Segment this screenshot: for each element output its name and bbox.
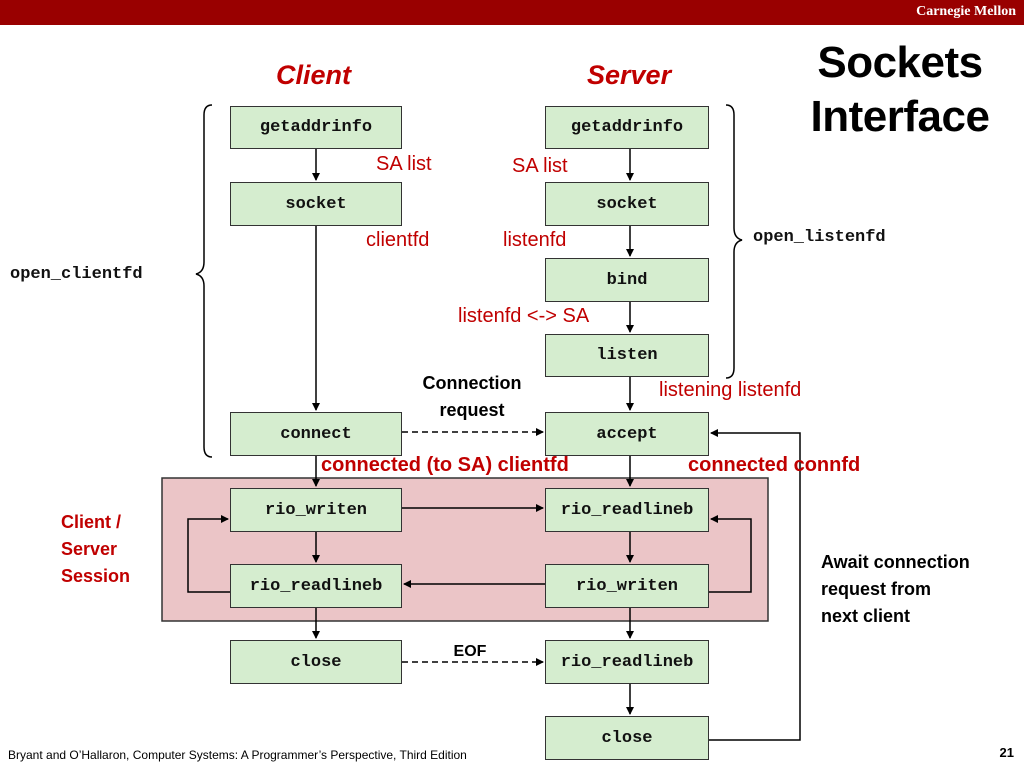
connected-connfd-label: connected connfd [688,454,861,476]
client-loop-arrow [187,515,230,593]
server-rio-readlineb-eof-box: rio_readlineb [545,640,709,684]
client-column-heading: Client [276,60,352,90]
server-close-box: close [545,716,709,760]
slide-title: Sockets Interface [790,36,1010,144]
server-bind-box: bind [545,258,709,302]
client-connect-box: connect [230,412,402,456]
await-connection-note: Await connection request from next clien… [821,549,970,630]
server-getaddrinfo-box: getaddrinfo [545,106,709,149]
header-bar: Carnegie Mellon [0,0,1024,25]
client-rio-readlineb-box: rio_readlineb [230,564,402,608]
server-column-heading: Server [587,60,672,90]
await-note-line-2: request from [821,579,932,599]
client-getaddrinfo-box: getaddrinfo [230,106,402,149]
server-rio-writen-box: rio_writen [545,564,709,608]
eof-label: EOF [453,643,487,660]
listenfd-sa-label: listenfd <-> SA [458,305,590,327]
open-listenfd-brace [725,104,743,379]
client-sa-list-label: SA list [376,153,432,175]
server-sa-list-label: SA list [512,155,568,177]
server-socket-box: socket [545,182,709,226]
footer-citation: Bryant and O’Hallaron, Computer Systems:… [8,748,467,762]
await-note-line-1: Await connection [821,552,970,572]
session-label-line-3: Session [61,566,131,586]
server-rio-readlineb-box: rio_readlineb [545,488,709,532]
listening-listenfd-label: listening listenfd [659,379,802,401]
clientfd-label: clientfd [366,229,430,251]
title-line-1: Sockets [817,38,983,87]
open-listenfd-label: open_listenfd [753,228,886,247]
session-label: Client / Server Session [61,509,130,590]
client-socket-box: socket [230,182,402,226]
session-label-line-1: Client / [61,512,122,532]
connection-request-line-2: request [439,400,505,420]
server-loop-arrow [709,515,752,593]
client-close-box: close [230,640,402,684]
connection-request-line-1: Connection [422,373,522,393]
listenfd-label: listenfd [503,229,567,251]
connection-request-label: Connection request [411,370,533,424]
await-note-line-3: next client [821,606,911,626]
title-line-2: Interface [810,92,990,141]
brand-label: Carnegie Mellon [916,4,1016,19]
server-listen-box: listen [545,334,709,377]
server-accept-box: accept [545,412,709,456]
client-rio-writen-box: rio_writen [230,488,402,532]
page-number: 21 [999,745,1014,760]
next-client-loop-arrow [709,429,801,741]
open-clientfd-brace [195,104,213,458]
connected-clientfd-label: connected (to SA) clientfd [321,454,569,476]
open-clientfd-label: open_clientfd [10,265,143,284]
session-label-line-2: Server [61,539,118,559]
